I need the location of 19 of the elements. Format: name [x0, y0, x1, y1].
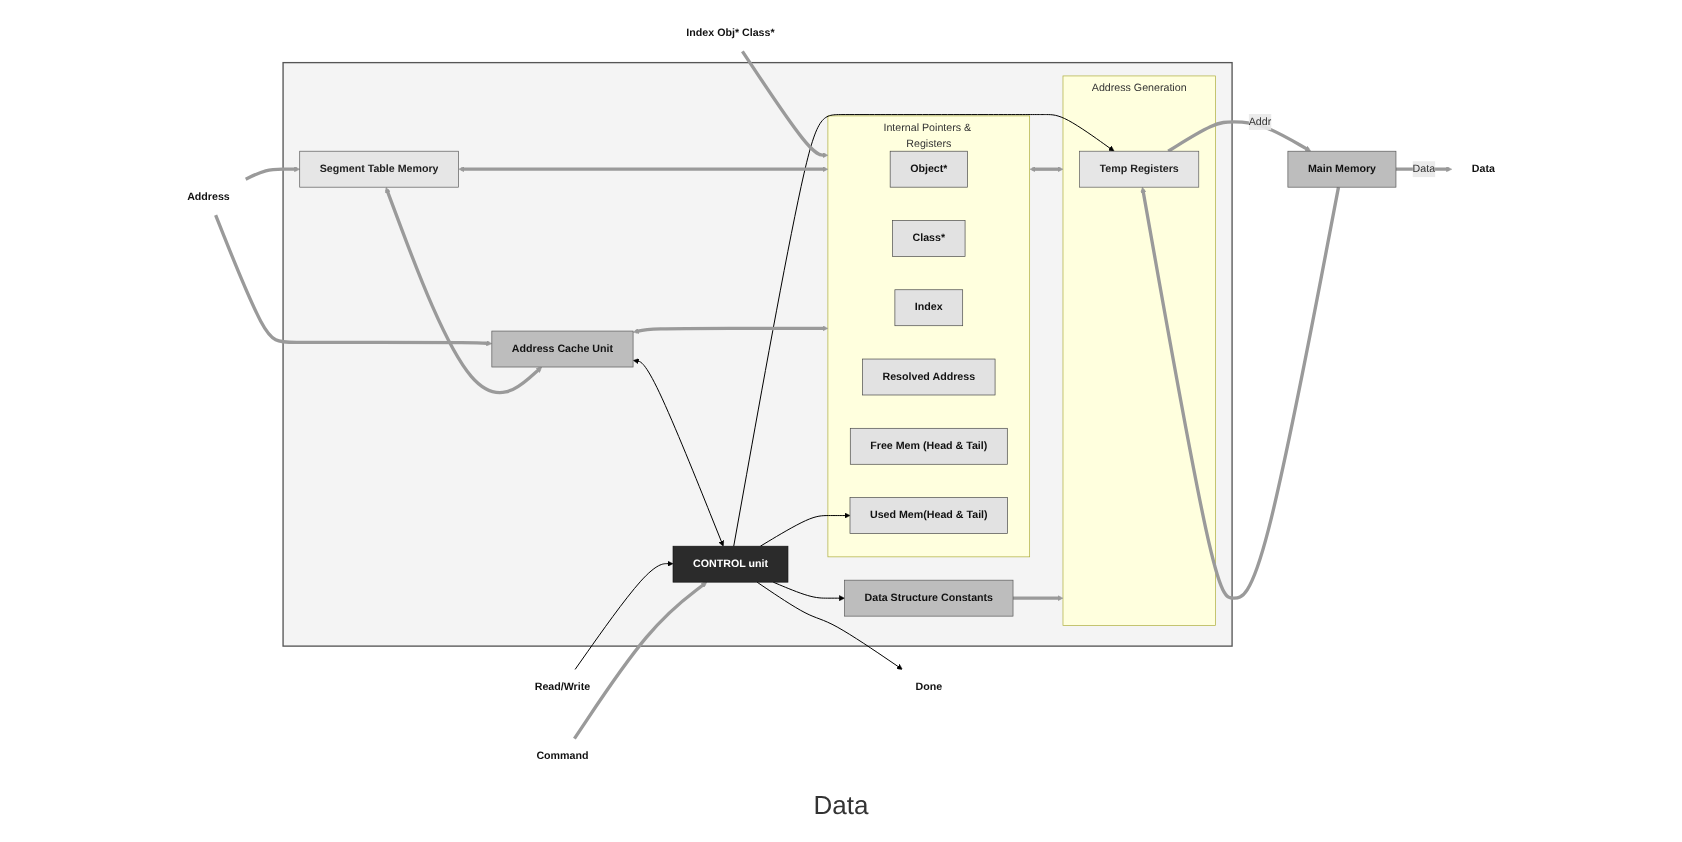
arrow	[385, 187, 543, 395]
cluster	[282, 61, 1233, 647]
data-bus-label: Data	[813, 790, 869, 824]
arrow	[733, 114, 1115, 547]
arrow	[1013, 595, 1064, 602]
arrow	[633, 358, 724, 547]
arrow	[633, 325, 829, 334]
arrow	[245, 166, 300, 181]
arrow	[214, 214, 493, 347]
arrow	[759, 512, 851, 547]
arrow	[772, 581, 845, 602]
arrow	[756, 581, 903, 670]
arrow	[458, 166, 829, 173]
arrow	[1029, 166, 1064, 173]
arrow	[1140, 186, 1341, 600]
arrow	[573, 581, 708, 740]
arrow	[741, 50, 829, 159]
arrow	[574, 560, 674, 670]
arrow	[1167, 120, 1312, 153]
